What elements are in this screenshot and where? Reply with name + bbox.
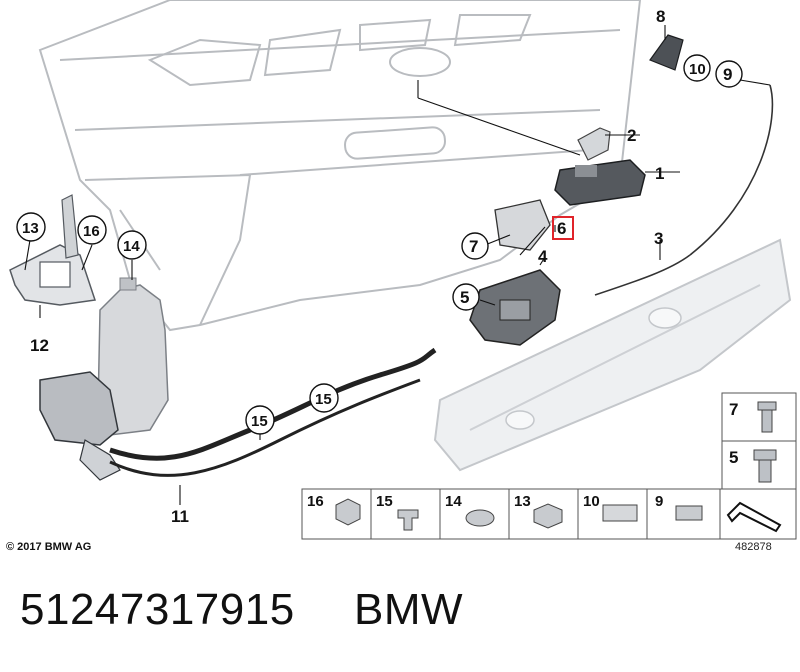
legend-side-num-1: 5 [729, 448, 738, 467]
retainer-icon [602, 504, 638, 522]
callouts: 8 10 9 2 1 6 7 3 4 5 13 16 14 12 15 15 1… [16, 7, 743, 526]
callout-11: 11 [171, 507, 189, 526]
legend-bottom-num-0: 16 [307, 493, 324, 510]
parts-legend-bottom: 16 15 14 13 10 9 [301, 488, 797, 540]
brand-name: BMW [354, 585, 464, 634]
torx-bolt-icon [757, 401, 777, 433]
mounting-bracket-shape [494, 199, 551, 251]
fastener-legend-side: 7 5 [721, 392, 797, 490]
callout-9: 9 [723, 65, 732, 84]
nut-icon [533, 503, 563, 529]
parts-diagram: 8 10 9 2 1 6 7 3 4 5 13 16 14 12 15 15 1… [9, 0, 797, 540]
legend-bottom-num-4: 10 [583, 493, 600, 510]
cable-clip-icon [675, 505, 703, 521]
tailgate-illustration [38, 0, 642, 332]
expanding-rivet-icon [465, 509, 495, 527]
legend-bottom-num-5: 9 [655, 493, 663, 510]
callout-4: 4 [538, 247, 548, 266]
grommet-shape [649, 34, 684, 71]
part-number: 51247317915 [20, 585, 295, 634]
clip-icon [397, 509, 419, 531]
callout-6: 6 [557, 219, 566, 238]
callout-10: 10 [689, 61, 706, 78]
callout-16: 16 [83, 223, 100, 240]
bowden-cable-15 [109, 347, 437, 461]
legend-bottom-num-2: 14 [445, 493, 462, 510]
flange-nut-icon [335, 498, 361, 526]
callout-7: 7 [469, 237, 478, 256]
tailgate-latch-shape [469, 269, 561, 346]
callout-13: 13 [22, 220, 39, 237]
legend-bottom-num-1: 15 [376, 493, 393, 510]
hex-bolt-icon [753, 449, 777, 483]
callout-1: 1 [655, 164, 664, 183]
tailgate-release-switch-shape [554, 159, 646, 206]
callout-15-b: 15 [315, 391, 332, 408]
callout-15-a: 15 [251, 413, 268, 430]
callout-5: 5 [460, 288, 469, 307]
trim-panel-illustration [433, 238, 792, 472]
highlight-box-6 [552, 216, 574, 240]
callout-3: 3 [654, 229, 663, 248]
callout-12: 12 [30, 336, 49, 355]
callout-14: 14 [123, 238, 140, 255]
copyright-notice: © 2017 BMW AG [6, 541, 92, 553]
legend-bottom-num-3: 13 [514, 493, 531, 510]
callout-2: 2 [627, 126, 636, 145]
legend-side-num-0: 7 [729, 400, 738, 419]
diagram-reference-number: 482878 [735, 541, 772, 553]
callout-8: 8 [656, 7, 665, 26]
arrow-symbol-icon [726, 501, 782, 533]
leader-lines [24, 25, 771, 505]
actuator-shape [39, 371, 119, 446]
